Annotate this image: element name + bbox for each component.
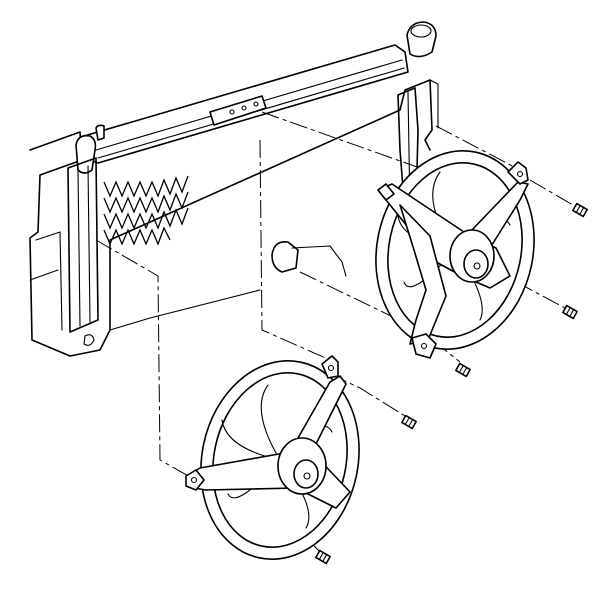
radiator-left-post [75,134,97,174]
bolts [315,202,588,565]
bolt-icon [572,202,588,218]
upper-fan-tab-left [377,183,395,201]
radiator-left-tank [67,157,99,333]
radiator-cap [406,21,437,58]
bolt-icon [401,414,417,430]
bolt-icon [562,304,578,320]
radiator-center-bracket [209,95,267,126]
radiator [29,21,439,357]
radiator-core-fins [103,175,189,246]
upper-fan-assembly [375,150,535,359]
upper-fan-tab-bottom [411,333,437,359]
lower-fan-tab-left [185,469,205,491]
radiator-hose-bracket [271,240,299,273]
bolt-icon [455,362,471,378]
lower-fan-assembly [185,355,360,560]
lower-fan-tab-top [321,355,339,379]
radiator-right-post [95,124,105,141]
bolt-icon [315,549,331,565]
radiator-outline [29,79,433,357]
